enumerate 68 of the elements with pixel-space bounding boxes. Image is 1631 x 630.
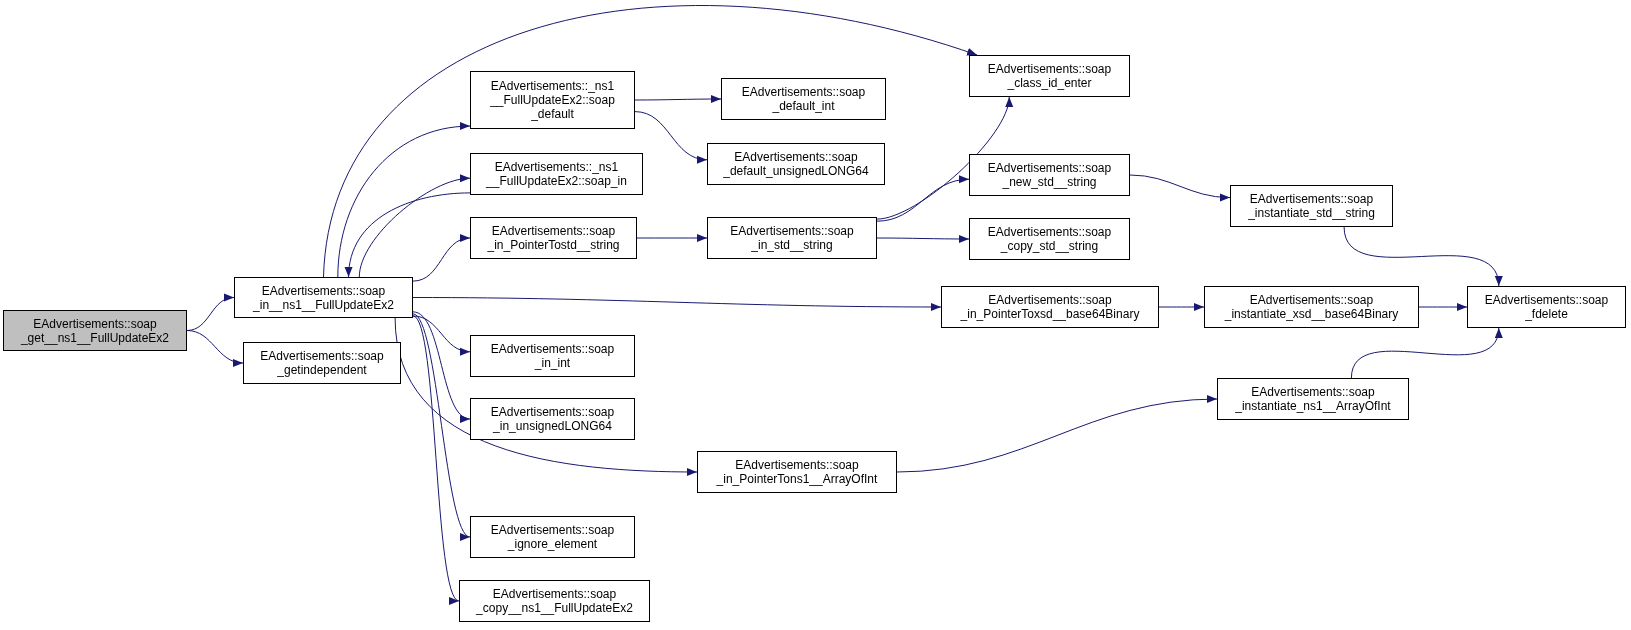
function-name: EAdvertisements::soap _in_std__string xyxy=(729,224,855,252)
arrow xyxy=(412,297,942,311)
arrow xyxy=(876,176,970,222)
function-box xyxy=(707,143,885,185)
arrow xyxy=(636,234,708,242)
function-name: EAdvertisements::soap _new_std__string xyxy=(986,161,1113,189)
arrow xyxy=(634,111,708,163)
function-name: EAdvertisements::soap _ignore_element xyxy=(489,523,616,551)
function-name: EAdvertisements::soap _instantiate_ns1__ArrayOfInt xyxy=(1234,385,1392,413)
arrow xyxy=(634,95,722,103)
function-box xyxy=(941,286,1159,328)
function-box xyxy=(707,217,877,259)
function-box xyxy=(1467,286,1626,328)
function-box xyxy=(721,78,886,120)
function-box xyxy=(1204,286,1419,328)
function-box xyxy=(470,153,643,195)
function-box xyxy=(969,55,1130,97)
arrow xyxy=(1158,303,1205,311)
function-box xyxy=(470,335,635,377)
function-box xyxy=(470,398,635,440)
function-box xyxy=(3,310,187,351)
function-box xyxy=(470,217,637,259)
function-name: EAdvertisements::soap _in__ns1__FullUpdateEx2 xyxy=(252,283,395,312)
arrow xyxy=(412,313,471,538)
function-box xyxy=(969,218,1130,260)
arrow xyxy=(896,395,1218,473)
function-box xyxy=(470,71,635,129)
function-name: EAdvertisements::soap _get__ns1__FullUpdateEx2 xyxy=(19,316,171,345)
function-name: EAdvertisements::soap _in_PointerTostd__string xyxy=(486,224,621,252)
arrow xyxy=(412,235,471,282)
function-box xyxy=(1217,378,1409,420)
arrow xyxy=(1350,327,1501,379)
function-name: EAdvertisements::soap _copy__ns1__FullUpdateEx2 xyxy=(475,587,634,615)
function-name: EAdvertisements::soap _in_PointerTons1__ArrayOfInt xyxy=(715,458,879,486)
function-box xyxy=(234,277,413,318)
arrow xyxy=(1343,226,1501,287)
arrow xyxy=(876,235,970,243)
arrow xyxy=(1129,174,1231,202)
function-name: EAdvertisements::_ns1 __FullUpdateEx2::soap_in xyxy=(485,160,628,188)
function-name: EAdvertisements::soap _copy_std__string xyxy=(986,225,1113,253)
arrow xyxy=(1418,303,1468,311)
function-name: EAdvertisements::soap _getindependent xyxy=(259,349,385,377)
arrow xyxy=(412,315,460,602)
arrow xyxy=(412,315,471,355)
function-box xyxy=(243,342,401,384)
arrow xyxy=(337,122,471,278)
arrow xyxy=(323,5,978,278)
function-name: EAdvertisements::soap _fdelete xyxy=(1483,293,1610,321)
function-name: EAdvertisements::soap _default_int xyxy=(740,85,867,113)
arrow xyxy=(345,192,471,278)
function-name: EAdvertisements::soap _default_unsignedLONG64 xyxy=(722,150,870,178)
function-box xyxy=(1230,185,1393,227)
arrow xyxy=(358,175,471,278)
function-name: EAdvertisements::_ns1 __FullUpdateEx2::soap _default xyxy=(489,79,616,121)
function-box xyxy=(697,451,897,493)
function-name: EAdvertisements::soap _in_unsignedLONG64 xyxy=(489,405,616,433)
arrow xyxy=(186,330,244,366)
arrow xyxy=(394,317,698,476)
arrow xyxy=(876,96,1012,220)
function-box xyxy=(470,516,635,558)
function-name: EAdvertisements::soap _in_int xyxy=(489,342,616,370)
function-name: EAdvertisements::soap _in_PointerToxsd__base64Binary xyxy=(959,293,1141,321)
function-name: EAdvertisements::soap _instantiate_xsd__base64Binary xyxy=(1223,293,1400,321)
function-name: EAdvertisements::soap _instantiate_std__string xyxy=(1247,192,1376,220)
function-box xyxy=(459,580,650,622)
function-box xyxy=(969,154,1130,196)
arrow xyxy=(412,311,471,420)
function-name: EAdvertisements::soap _class_id_enter xyxy=(986,62,1113,90)
